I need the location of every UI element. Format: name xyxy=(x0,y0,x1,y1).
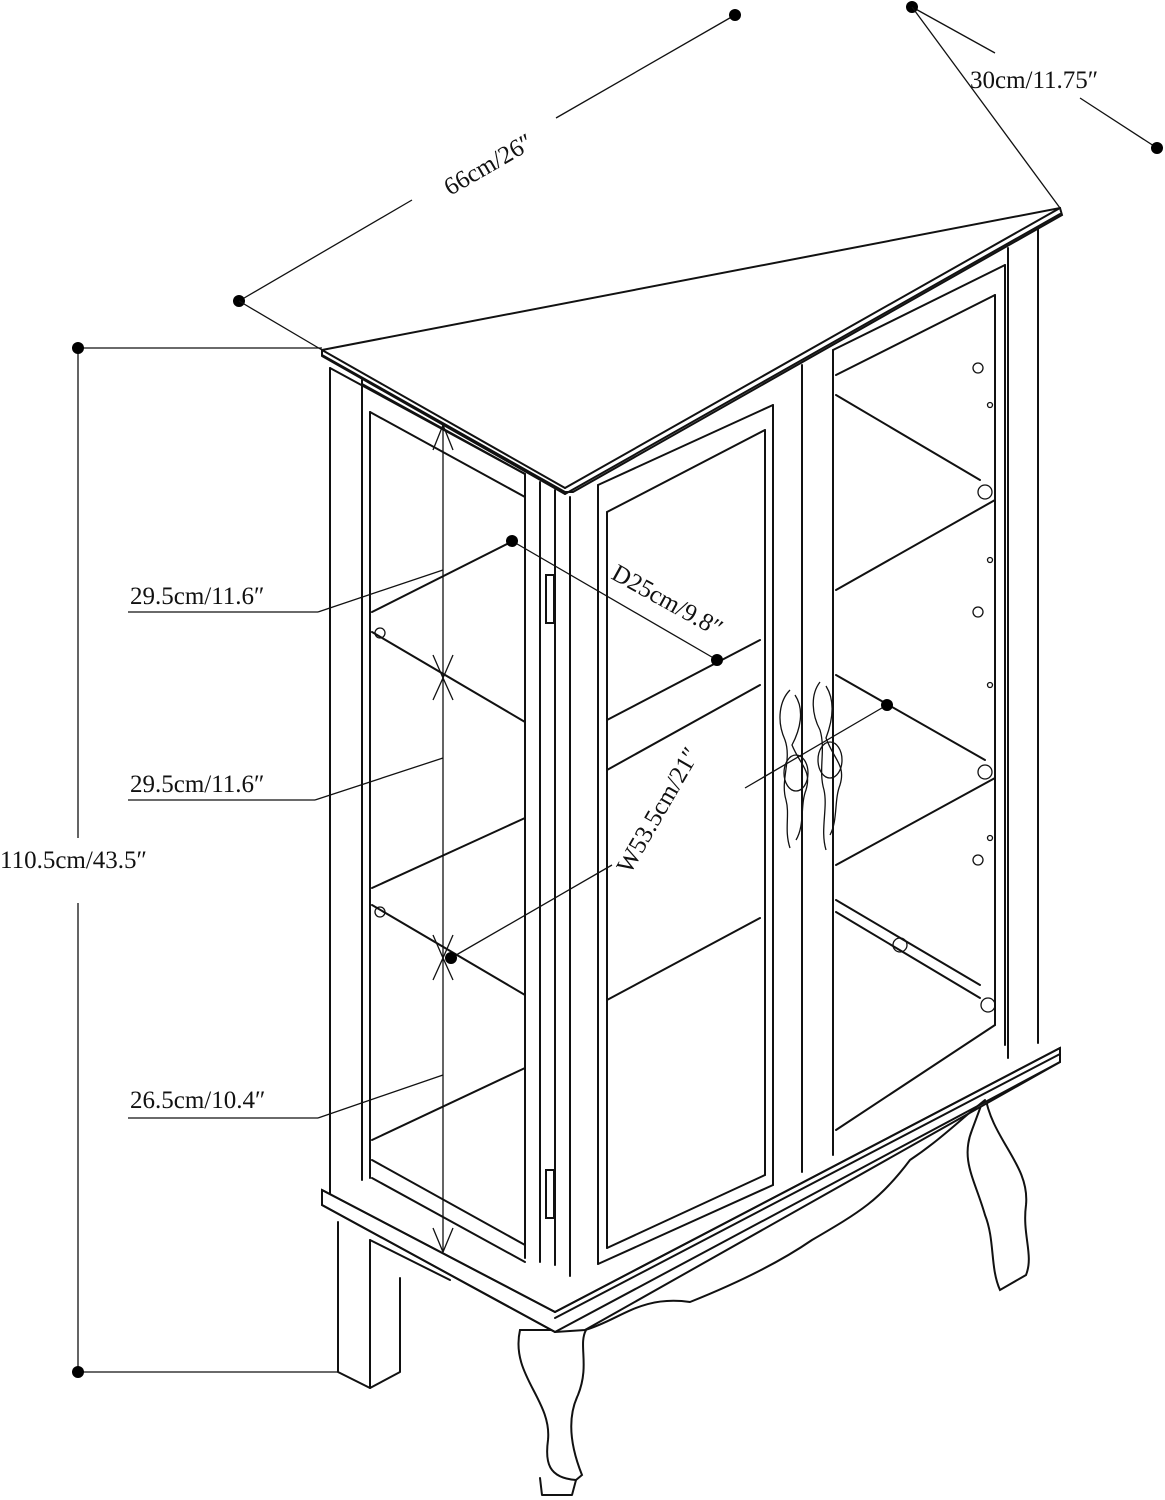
label-width-top: 66cm/26″ xyxy=(440,129,538,201)
label-shelf-depth: D25cm/9.8″ xyxy=(607,560,727,643)
label-shelf-spacing-bottom: 26.5cm/10.4″ xyxy=(130,1087,265,1114)
dimension-lines xyxy=(72,1,1163,1378)
door-handle-ornament xyxy=(779,681,843,851)
label-shelf-spacing-2: 29.5cm/11.6″ xyxy=(130,771,264,798)
label-shelf-spacing-1: 29.5cm/11.6″ xyxy=(130,583,264,610)
label-shelf-width: W53.5cm/21″ xyxy=(612,743,706,878)
label-depth-top: 30cm/11.75″ xyxy=(970,67,1098,94)
label-total-height: 110.5cm/43.5″ xyxy=(0,847,147,874)
cabinet xyxy=(321,206,1064,1496)
